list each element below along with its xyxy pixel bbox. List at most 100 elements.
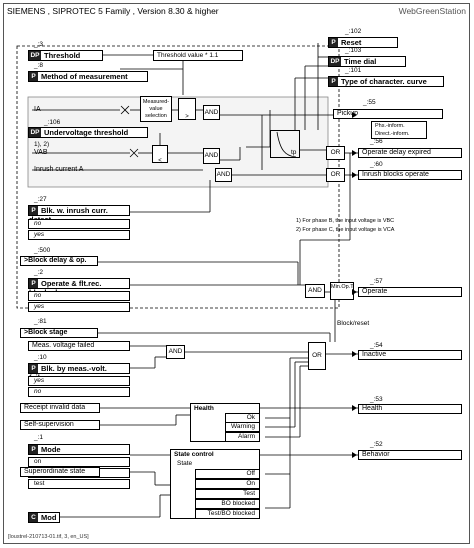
input-ia: IA <box>34 106 41 113</box>
state-test: Test <box>195 489 260 499</box>
direct-inform-label: Direct.-inform. <box>375 131 410 137</box>
param-number: _:1 <box>34 434 44 441</box>
param-number: _:8 <box>34 62 44 69</box>
param-label: Method of measurement <box>41 72 128 81</box>
output-number: _:60 <box>370 161 383 168</box>
phs-inform-label: Phs.-inform. <box>375 123 405 129</box>
param-tag: P <box>329 38 338 47</box>
header-title: SIEMENS , SIPROTEC 5 Family , Version 8.… <box>7 6 219 16</box>
footnote-1: 1) For phase B, the input voltage is VBC <box>296 218 395 224</box>
output-behavior: Behavior <box>358 450 462 460</box>
param-tag: P <box>29 364 38 373</box>
param-label: Undervoltage threshold <box>44 128 129 137</box>
param-number: _:101 <box>345 67 362 74</box>
param-number: _:2 <box>34 269 44 276</box>
param-tag: P <box>29 206 38 215</box>
threshold-value-block: Threshold value * 1.1 <box>153 50 243 61</box>
footnote-2: 2) For phase C, the input voltage is VCA <box>296 227 395 233</box>
state-off: Off <box>195 469 260 479</box>
health-warning: Warning <box>225 422 260 432</box>
output-number: _:53 <box>370 396 383 403</box>
param-label: Reset <box>341 38 362 47</box>
option-no[interactable]: no <box>28 291 130 301</box>
option-no[interactable]: no <box>28 387 130 397</box>
compare-less-block: < <box>152 145 168 164</box>
param-label: Type of character. curve <box>341 77 427 86</box>
health-alarm: Alarm <box>225 432 260 442</box>
and-gate: AND <box>203 148 220 164</box>
or-gate: OR <box>326 146 345 160</box>
arrowhead <box>352 351 357 357</box>
self-supervision-input: Self-supervision <box>20 420 100 430</box>
arrowhead <box>352 405 357 411</box>
option-on[interactable]: on <box>28 457 130 467</box>
option-yes[interactable]: yes <box>28 230 130 240</box>
block-reset-label: Block/reset <box>337 320 370 327</box>
param-number: _:102 <box>345 28 362 35</box>
and-gate: AND <box>166 345 185 359</box>
param-tag: DP <box>29 128 41 137</box>
footer-caption: [loustrel-210713-01.tif, 3, en_US] <box>8 534 89 540</box>
min-op-time-block: Min.Op.T <box>330 282 354 300</box>
phase-direction-inform-block: Phs.-inform. Direct.-inform. <box>371 121 427 139</box>
param-label: Threshold <box>44 51 81 60</box>
brand-label: WebGreenStation <box>398 6 466 16</box>
receipt-invalid-data-input: Receipt invalid data <box>20 403 100 413</box>
output-number: _:54 <box>370 342 383 349</box>
output-number: _:55 <box>363 99 376 106</box>
input-vab: VAB <box>34 149 48 156</box>
or-gate: OR <box>326 168 345 182</box>
output-health: Health <box>358 404 462 414</box>
tp-label: tp <box>291 149 297 156</box>
option-no[interactable]: no <box>28 219 130 229</box>
param-number: _:106 <box>44 119 61 126</box>
diagram-frame <box>3 3 470 544</box>
param-tag: P <box>329 77 338 86</box>
block-stage-input: >Block stage <box>20 328 98 338</box>
or-gate: OR <box>308 342 326 370</box>
state-control-title: State control <box>174 451 214 458</box>
output-operate-delay-expired: Operate delay expired <box>358 148 462 158</box>
health-block-title: Health <box>194 405 214 412</box>
state-test-bo-blocked: Test/BO blocked <box>195 509 260 519</box>
state-bo-blocked: BO blocked <box>195 499 260 509</box>
output-number: _:57 <box>370 278 383 285</box>
meas-voltage-failed-input: Meas. voltage failed <box>28 341 130 351</box>
param-number: _:81 <box>34 318 47 325</box>
param-tag: C <box>29 513 38 522</box>
option-yes[interactable]: yes <box>28 376 130 386</box>
arrowhead <box>352 150 357 156</box>
param-label: Mod <box>41 513 57 522</box>
option-test[interactable]: test <box>28 479 130 489</box>
superordinate-state-input: Superordinate state <box>20 467 100 477</box>
arrowhead <box>352 452 357 458</box>
output-operate: Operate <box>358 287 462 297</box>
param-tag: P <box>29 72 38 81</box>
footnote-marker: 1), 2) <box>34 141 50 148</box>
inverse-time-block <box>270 130 300 158</box>
param-number: _:500 <box>34 247 51 254</box>
param-label: Time dial <box>344 57 377 66</box>
param-tag: DP <box>329 57 341 66</box>
option-yes[interactable]: yes <box>28 302 130 312</box>
compare-greater-block: > <box>178 98 196 120</box>
param-number: _:3 <box>34 41 44 48</box>
param-number: _:103 <box>345 47 362 54</box>
param-tag: P <box>29 445 38 454</box>
block-delay-input: >Block delay & op. <box>20 256 98 266</box>
param-label: Mode <box>41 445 61 454</box>
param-number: _:10 <box>34 354 47 361</box>
arrowhead <box>352 289 357 295</box>
state-control-subtitle: State <box>177 460 193 467</box>
